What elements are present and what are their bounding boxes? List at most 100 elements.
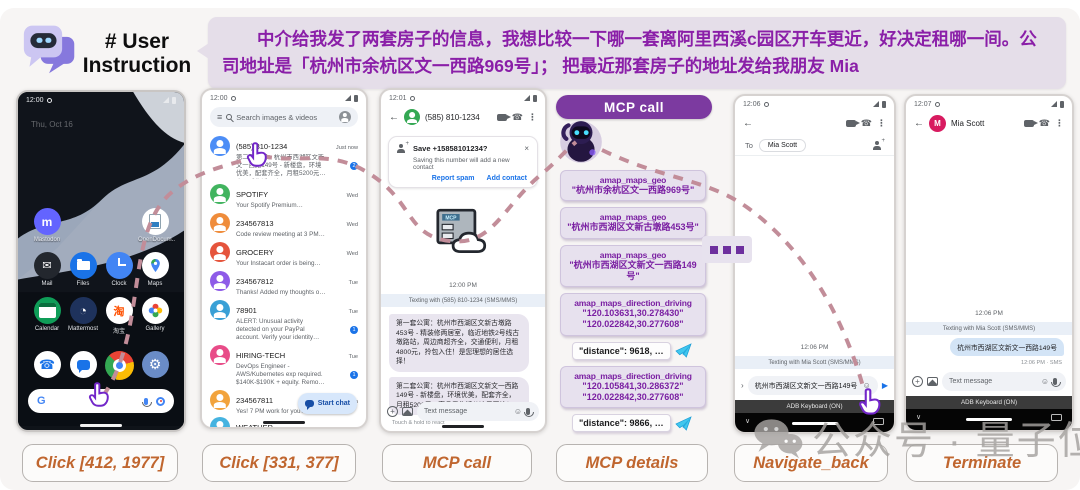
battery-icon <box>172 96 176 104</box>
app-files[interactable]: Files <box>66 252 100 287</box>
account-avatar[interactable] <box>339 111 351 123</box>
keyboard-icon[interactable] <box>873 418 884 425</box>
report-spam-button[interactable]: Report spam <box>431 175 475 182</box>
add-recipient-icon[interactable] <box>873 138 885 151</box>
unread-badge: 1 <box>350 326 358 334</box>
dock-messages[interactable] <box>66 351 100 380</box>
start-chat-button[interactable]: Start chat <box>297 393 357 414</box>
gallery-icon[interactable] <box>927 377 938 386</box>
app-mail[interactable]: ✉ Mail <box>30 252 64 287</box>
app-mastodon[interactable]: m Mastodon <box>30 208 64 243</box>
opendocument-icon <box>141 208 169 235</box>
phone-screen-compose: 12:06 ← ☎ ⋮ To Mia Scott 12:06 PM Textin… <box>733 94 896 434</box>
keyboard-icon[interactable] <box>1051 414 1062 421</box>
expand-chevron-icon[interactable]: › <box>741 381 744 390</box>
overflow-menu-icon[interactable]: ⋮ <box>528 111 537 122</box>
video-call-icon[interactable] <box>1023 119 1038 127</box>
call-icon[interactable]: ☎ <box>511 111 523 122</box>
voice-search-icon[interactable] <box>141 397 152 407</box>
to-field: To Mia Scott <box>735 136 894 156</box>
app-taobao[interactable]: 淘 淘宝 <box>102 297 136 335</box>
files-icon <box>69 252 97 279</box>
collapse-chevron-icon[interactable]: ∨ <box>745 418 751 425</box>
timer-icon <box>230 95 236 101</box>
send-plane-icon <box>674 343 692 358</box>
back-arrow-icon[interactable]: ← <box>914 117 924 129</box>
app-gallery[interactable]: Gallery <box>138 297 172 335</box>
emoji-icon[interactable]: ☺ <box>1040 376 1049 386</box>
collapse-chevron-icon[interactable]: ∨ <box>916 414 922 421</box>
timestamp: 12:00 PM <box>449 282 477 289</box>
click-cursor-messages <box>88 382 112 413</box>
plus-icon[interactable]: + <box>912 376 923 387</box>
phone-screen-message-list: 12:00 ≡ Search images & videos (585) 810… <box>200 88 368 429</box>
ellipsis-indicator <box>702 236 752 263</box>
call-icon[interactable]: ☎ <box>1038 117 1050 128</box>
emoji-icon[interactable]: ☺ <box>862 380 871 390</box>
video-call-icon[interactable] <box>496 113 511 121</box>
wifi-icon <box>524 95 530 101</box>
avatar <box>210 184 230 204</box>
conversation-row[interactable]: WEATHERSevere weather alert: Heavy ... <box>202 413 366 427</box>
settings-gear-icon: ⚙ <box>141 351 169 378</box>
action-label-mcp-call: MCP call <box>382 444 532 482</box>
close-icon[interactable]: × <box>524 144 529 153</box>
call-icon[interactable]: ☎ <box>860 117 872 128</box>
plus-icon[interactable]: + <box>387 406 398 417</box>
home-indicator <box>966 418 1012 421</box>
mcp-call-column: MCP call amap_maps_geo "杭州市余杭区文一西路969号" … <box>556 95 712 432</box>
dock-row: ☎ ⚙ <box>18 351 184 380</box>
mastodon-icon: m <box>33 208 61 235</box>
unread-badge: 1 <box>350 371 358 379</box>
messages-icon <box>69 351 97 378</box>
text-message-input[interactable]: Text message ☺ <box>942 372 1066 391</box>
calendar-icon <box>33 297 61 324</box>
recipient-chip[interactable]: Mia Scott <box>758 139 807 152</box>
gallery-icon[interactable] <box>402 407 413 416</box>
overflow-menu-icon[interactable]: ⋮ <box>877 117 886 128</box>
text-message-input[interactable]: Text message ☺ <box>417 402 539 421</box>
send-plane-icon <box>674 415 692 431</box>
mcp-call-bubble: amap_maps_direction_driving "120.103631,… <box>560 293 706 336</box>
app-row-1: m Mastodon OpenDocum.. <box>18 208 184 243</box>
app-maps[interactable]: Maps <box>138 252 172 287</box>
overflow-menu-icon[interactable]: ⋮ <box>1055 117 1064 128</box>
search-bar[interactable]: ≡ Search images & videos <box>210 107 358 127</box>
save-contact-card: Save +15858101234? × Saving this number … <box>388 136 538 188</box>
mic-icon[interactable] <box>1050 378 1061 387</box>
dock-settings[interactable]: ⚙ <box>138 351 172 380</box>
mic-icon[interactable] <box>523 408 534 417</box>
app-mattermost[interactable]: ◔ Mattermost <box>66 297 100 335</box>
add-contact-button[interactable]: Add contact <box>486 175 527 182</box>
dock-phone[interactable]: ☎ <box>30 351 64 380</box>
clock-icon <box>105 252 133 279</box>
conversation-header: ← (585) 810-1234 ☎ ⋮ <box>381 106 545 128</box>
home-indicator <box>80 424 122 427</box>
lens-icon[interactable] <box>156 396 165 406</box>
taobao-icon: 淘 <box>105 297 133 324</box>
app-opendocument[interactable]: OpenDocum.. <box>138 208 175 243</box>
video-call-icon[interactable] <box>845 119 860 127</box>
menu-icon[interactable]: ≡ <box>217 111 223 122</box>
emoji-icon[interactable]: ☺ <box>513 406 522 416</box>
react-hint: Touch & hold to react <box>392 420 445 427</box>
back-arrow-icon[interactable]: ← <box>389 111 399 123</box>
status-bar: 12:01 <box>381 93 545 103</box>
chrome-icon <box>104 351 134 380</box>
send-button[interactable]: ▶ <box>881 380 888 390</box>
dock-chrome[interactable] <box>102 351 136 380</box>
app-clock[interactable]: Clock <box>102 252 136 287</box>
contact-avatar <box>404 109 420 125</box>
timestamp: 12:06 PM <box>975 310 1003 317</box>
app-calendar[interactable]: Calendar <box>30 297 64 335</box>
sent-meta: 12:06 PM · SMS <box>1020 360 1062 366</box>
back-arrow-icon[interactable]: ← <box>743 117 753 129</box>
